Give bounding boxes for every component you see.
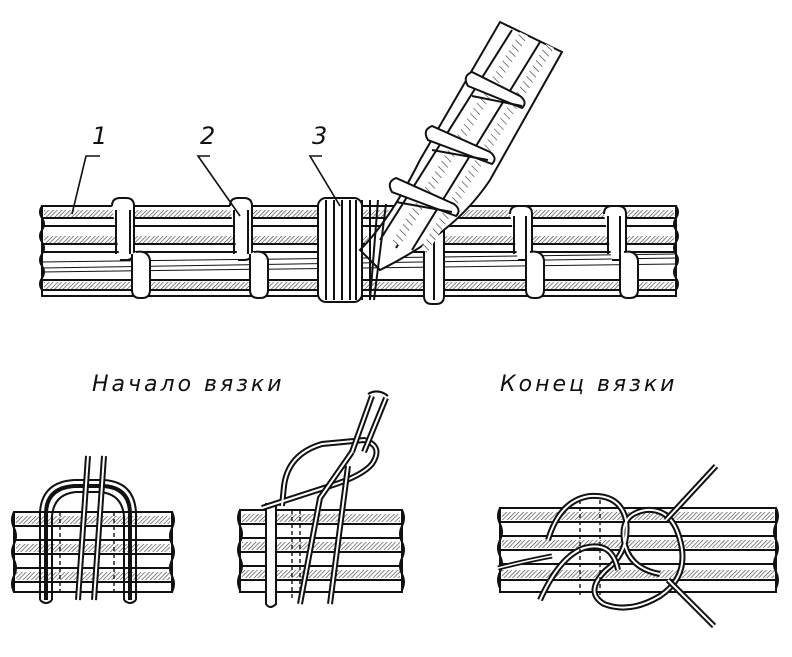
start-binding-right: [237, 390, 405, 608]
branch-tie-2: [424, 124, 496, 166]
branch-bundle: [358, 20, 564, 301]
bundle-ties: [111, 197, 639, 305]
tie-1: [111, 197, 151, 299]
tie-5: [509, 205, 545, 299]
caption-start-binding: Начало вязки: [92, 372, 285, 397]
tie-2: [229, 197, 269, 299]
caption-end-binding: Конец вязки: [500, 372, 678, 397]
end-binding: [497, 463, 779, 629]
callout-leaders: [71, 155, 341, 217]
tie-6: [603, 205, 639, 299]
start-binding-left: [11, 455, 175, 604]
branch-tie-1: [464, 70, 526, 110]
callout-1: 1: [92, 122, 108, 150]
wrap-3: [317, 197, 363, 303]
callout-2: 2: [200, 122, 216, 150]
branch-tie-3: [388, 176, 460, 218]
callout-3: 3: [312, 122, 328, 150]
